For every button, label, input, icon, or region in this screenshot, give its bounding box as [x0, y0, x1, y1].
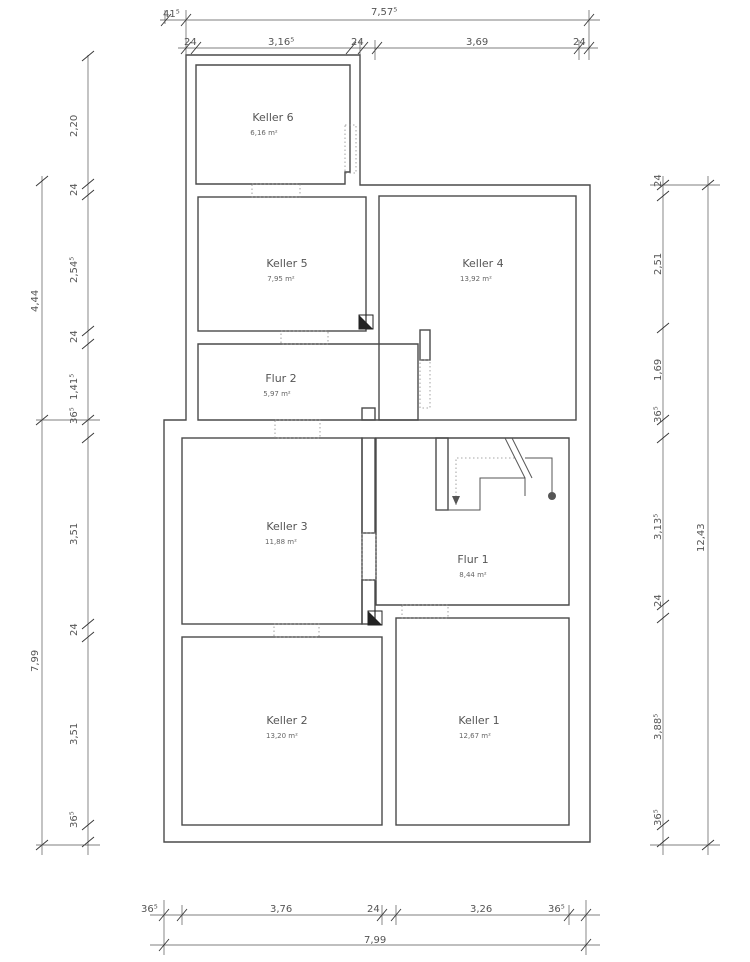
room-name-keller4: Keller 4 — [462, 257, 503, 270]
dim-top-offset: 41⁵ — [163, 9, 180, 20]
room-area-flur1: 8,44 m² — [459, 571, 487, 579]
dimension-top: 41⁵ 7,57⁵ 24 3,16⁵ 24 3,69 24 — [160, 7, 600, 60]
dim-top-total: 7,57⁵ — [371, 7, 397, 18]
dim-top-seg-2: 3,16⁵ — [268, 37, 294, 48]
dim-left-seg-5: 1,41⁵ — [69, 374, 80, 400]
dim-right-seg-6: 24 — [653, 594, 664, 607]
dim-top-seg-5: 24 — [573, 37, 586, 48]
dim-bottom-total: 7,99 — [364, 935, 386, 946]
room-area-keller4: 13,92 m² — [460, 275, 492, 283]
dim-right-seg-5: 3,13⁵ — [653, 514, 664, 540]
dim-bottom-seg-3: 24 — [367, 904, 380, 915]
dim-right-seg-2: 2,51 — [653, 253, 664, 275]
outer-wall — [163, 54, 591, 843]
dim-right-seg-7: 3,88⁵ — [653, 714, 664, 740]
dimension-bottom: 36⁵ 3,76 24 3,26 36⁵ 7,99 — [141, 900, 600, 955]
room-name-flur2: Flur 2 — [265, 372, 296, 385]
dim-right-seg-1: 24 — [653, 174, 664, 187]
door-openings — [251, 124, 449, 638]
room-name-keller6: Keller 6 — [252, 111, 293, 124]
dim-top-seg-3: 24 — [351, 37, 364, 48]
room-name-keller3: Keller 3 — [266, 520, 307, 533]
dim-left-seg-6: 36⁵ — [69, 407, 80, 424]
room-area-keller3: 11,88 m² — [265, 538, 297, 546]
dim-bottom-seg-2: 3,76 — [270, 904, 292, 915]
dim-top-seg-4: 3,69 — [466, 37, 488, 48]
dim-left-seg-10: 36⁵ — [69, 811, 80, 828]
dim-top-seg-1: 24 — [184, 37, 197, 48]
dimension-right: 24 2,51 1,69 36⁵ 3,13⁵ 24 3,88⁵ 36⁵ 12,4… — [650, 174, 720, 855]
dim-left-seg-1: 2,20 — [69, 115, 80, 137]
stair-icon — [436, 437, 556, 511]
dim-bottom-seg-1: 36⁵ — [141, 904, 158, 915]
shaft-icon — [358, 314, 383, 626]
dim-right-total: 12,43 — [696, 523, 707, 552]
room-area-keller1: 12,67 m² — [459, 732, 491, 740]
room-name-keller5: Keller 5 — [266, 257, 307, 270]
dim-left-seg-4: 24 — [69, 330, 80, 343]
room-name-flur1: Flur 1 — [457, 553, 488, 566]
dim-left-outer-1: 4,44 — [30, 290, 41, 312]
room-area-keller6: 6,16 m² — [250, 129, 278, 137]
dim-right-seg-8: 36⁵ — [653, 809, 664, 826]
dim-left-seg-3: 2,54⁵ — [69, 257, 80, 283]
room-area-flur2: 5,97 m² — [263, 390, 291, 398]
dim-bottom-seg-5: 36⁵ — [548, 904, 565, 915]
dim-right-seg-4: 36⁵ — [653, 406, 664, 423]
dim-left-outer-2: 7,99 — [30, 650, 41, 672]
room-area-keller5: 7,95 m² — [267, 275, 295, 283]
dim-bottom-seg-4: 3,26 — [470, 904, 492, 915]
dim-right-seg-3: 1,69 — [653, 359, 664, 381]
dim-left-seg-2: 24 — [69, 183, 80, 196]
room-name-keller2: Keller 2 — [266, 714, 307, 727]
room-walls — [181, 195, 577, 826]
room-area-keller2: 13,20 m² — [266, 732, 298, 740]
dimension-left: 2,20 24 2,54⁵ 24 1,41⁵ 36⁵ 3,51 24 3,51 … — [30, 50, 100, 855]
room-name-keller1: Keller 1 — [458, 714, 499, 727]
dim-left-seg-7: 3,51 — [69, 523, 80, 545]
dim-left-seg-9: 3,51 — [69, 723, 80, 745]
dim-left-seg-8: 24 — [69, 623, 80, 636]
